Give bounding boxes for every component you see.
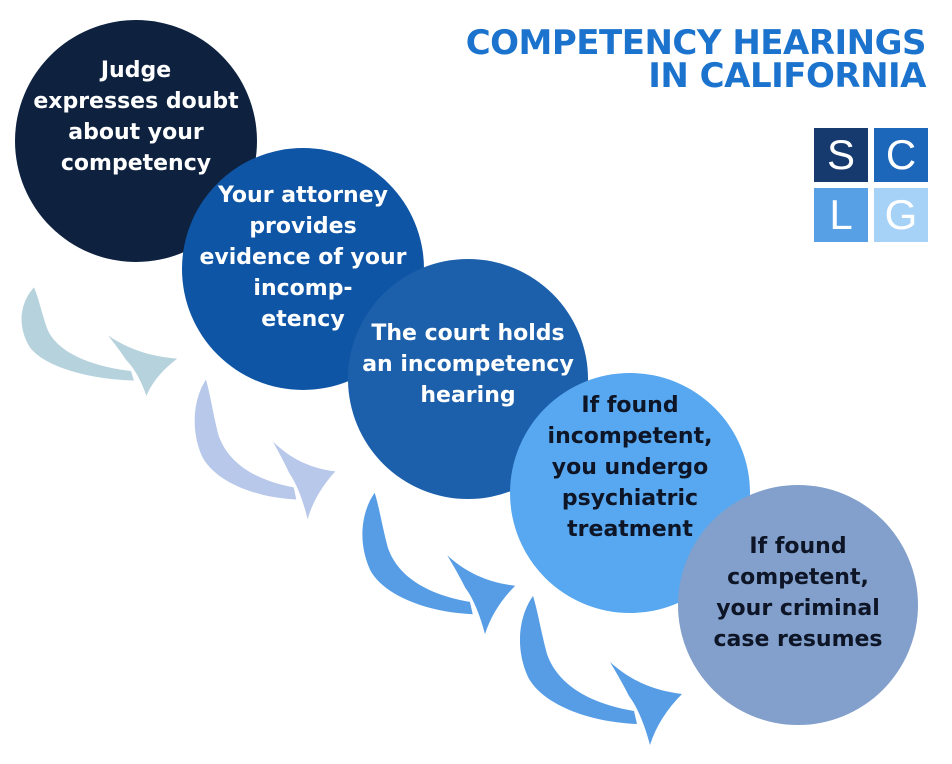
logo-letter-l: L [829, 191, 853, 238]
page-title: COMPETENCY HEARINGS IN CALIFORNIA [465, 23, 927, 96]
step-circle-5: If found competent, your criminal case r… [678, 485, 918, 725]
step-circle-1: Judge expresses doubt about your compete… [15, 20, 257, 262]
step-5-label: If found competent, your criminal case r… [713, 534, 883, 652]
logo-square-c: C [874, 128, 928, 182]
page-title-line-1: COMPETENCY HEARINGS [465, 23, 927, 63]
logo-letter-s: S [826, 131, 855, 178]
step-1-label: Judge expresses doubt about your compete… [33, 58, 239, 176]
sclg-logo: S C L G [814, 128, 928, 242]
curved-arrow-1-shape [21, 287, 178, 396]
logo-square-g: G [874, 188, 928, 242]
curved-arrow-2-icon [194, 379, 336, 520]
curved-arrow-3-shape [362, 492, 516, 635]
step-2-label: Your attorney provides evidence of your … [199, 182, 407, 332]
logo-square-l: L [814, 188, 868, 242]
step-4-label: If found incompetent, you undergo psychi… [547, 392, 713, 542]
curved-arrow-1-icon [21, 287, 178, 396]
logo-square-s: S [814, 128, 868, 182]
step-3-label: The court holds an incompetency hearing [362, 320, 574, 408]
curved-arrow-4-shape [519, 596, 682, 745]
curved-arrow-3-icon [362, 492, 516, 635]
page-title-line-2: IN CALIFORNIA [648, 56, 926, 96]
logo-letter-c: C [885, 131, 917, 178]
curved-arrow-4-icon [519, 596, 682, 745]
logo-letter-g: G [884, 191, 918, 238]
curved-arrow-2-shape [194, 379, 336, 520]
